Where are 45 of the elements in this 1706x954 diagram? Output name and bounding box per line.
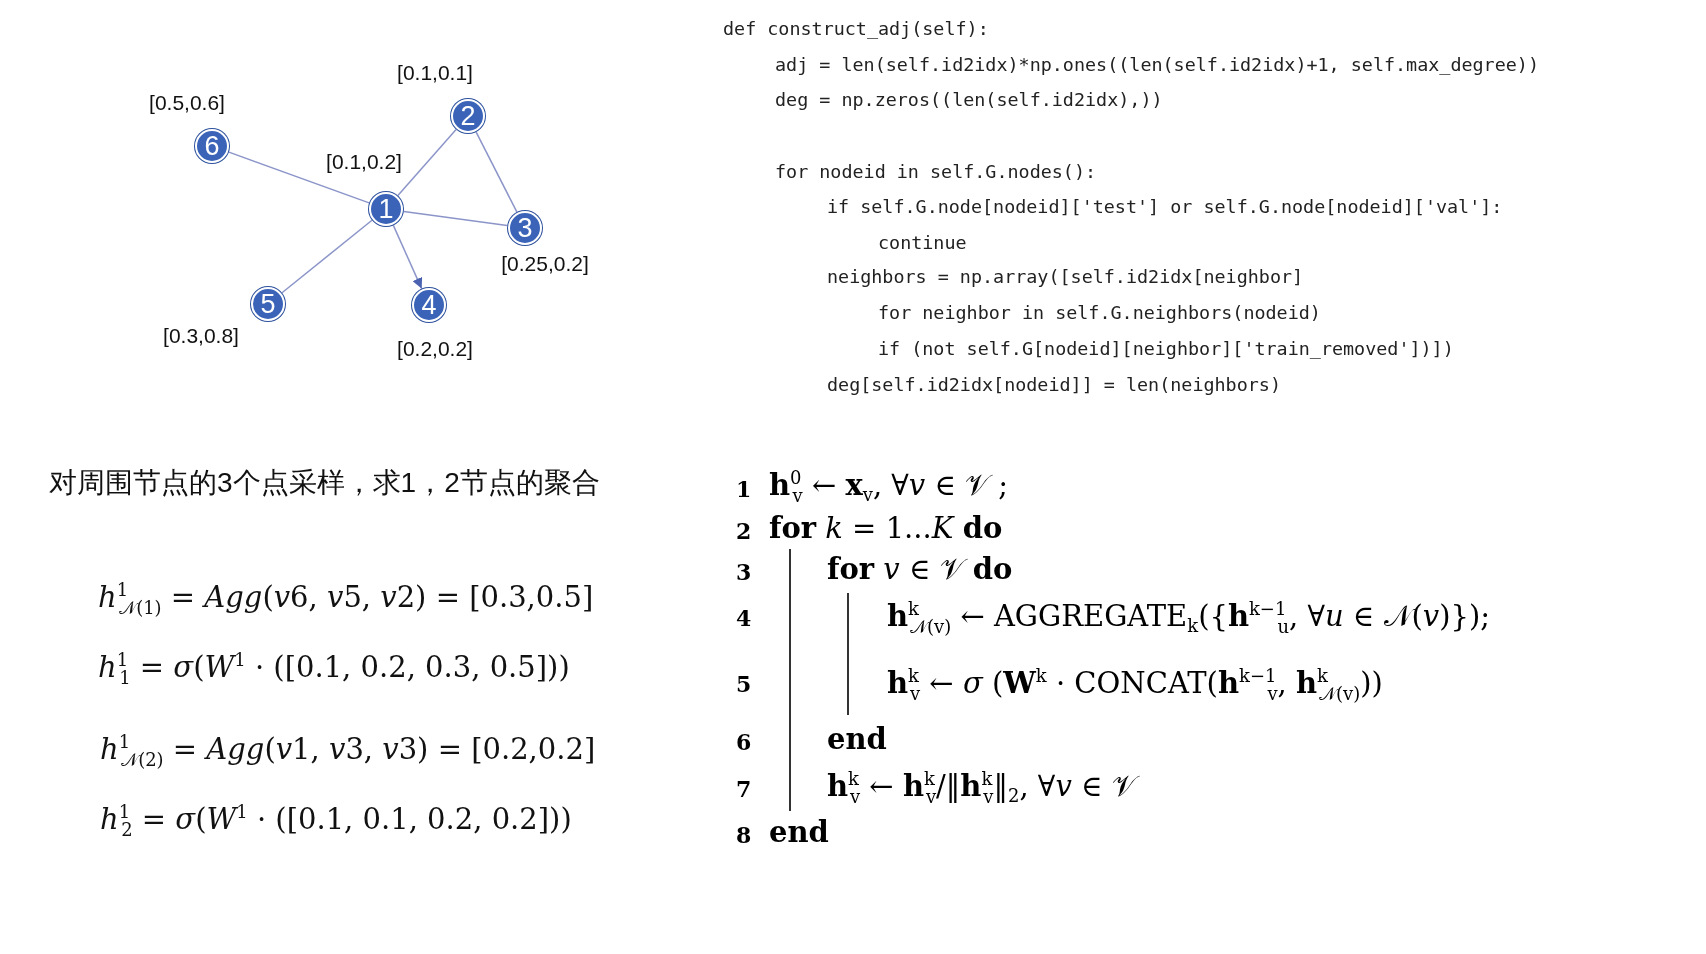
heading-text: 对周围节点的3个点采样，求1，2节点的聚合 <box>49 466 600 500</box>
line-number: 3 <box>736 559 752 585</box>
formula: h$^{1}$$_{1}$ = σ(W$^{1}$ · ([0.1, 0.2, 0.3, 0.5])) <box>98 650 570 684</box>
code-line: continue <box>878 231 967 253</box>
line-number: 7 <box>736 776 752 802</box>
algorithm-line: for v ∈ 𝒱 do <box>827 551 1013 587</box>
node-number: 1 <box>377 194 395 224</box>
algorithm-line: end <box>769 815 829 849</box>
line-number: 5 <box>736 671 752 697</box>
coordinate-label: [0.1,0.1] <box>397 61 473 85</box>
edge-line <box>281 219 373 294</box>
line-number: 1 <box>736 476 752 502</box>
coordinate-label: [0.25,0.2] <box>501 252 589 276</box>
code-line: def construct_adj(self): <box>723 17 989 39</box>
code-line: neighbors = np.array([self.id2idx[neighbor] <box>827 265 1304 287</box>
algorithm-line: h$^{k}$$_{𝒩(v)}$ ← AGGREGATE$_{k}$({h$^{k−1}$$_{u}$, ∀u ∈ 𝒩(v)}); <box>887 598 1491 634</box>
edge-line <box>228 151 370 204</box>
coordinate-label: [0.5,0.6] <box>149 91 225 115</box>
node-number: 6 <box>203 131 221 161</box>
algorithm-line: for k = 1...K do <box>769 511 1003 545</box>
code-line: for nodeid in self.G.nodes(): <box>775 160 1097 182</box>
code-line: if self.G.node[nodeid]['test'] or self.G.node[nodeid]['val']: <box>827 195 1503 217</box>
code-line: if (not self.G[nodeid][neighbor]['train_removed'])]) <box>878 337 1454 359</box>
line-number: 8 <box>736 822 752 848</box>
line-number: 4 <box>736 605 752 631</box>
node-number: 3 <box>516 213 534 243</box>
node-number: 2 <box>459 101 477 131</box>
code-line: deg[self.id2idx[nodeid]] = len(neighbors) <box>827 373 1281 395</box>
coordinate-label: [0.1,0.2] <box>326 150 402 174</box>
line-number: 6 <box>736 729 752 755</box>
arrow <box>392 224 423 290</box>
node-number: 4 <box>420 290 438 320</box>
formula: h$^{1}$$_{2}$ = σ(W$^{1}$ · ([0.1, 0.1, 0.2, 0.2])) <box>100 802 572 836</box>
code-line: for neighbor in self.G.neighbors(nodeid) <box>878 301 1321 323</box>
coordinate-label: [0.3,0.8] <box>163 324 239 348</box>
edge-line <box>397 128 457 197</box>
line-number: 2 <box>736 518 752 544</box>
algorithm-line: end <box>827 722 887 756</box>
coordinate-label: [0.2,0.2] <box>397 337 473 361</box>
algorithm-line: h$^{0}$$_{v}$ ← x$_{v}$, ∀v ∈ 𝒱 ; <box>769 467 1009 503</box>
code-line: adj = len(self.id2idx)*np.ones((len(self.id2idx)+1, self.max_degree)) <box>775 53 1539 75</box>
code-line: deg = np.zeros((len(self.id2idx),)) <box>775 88 1163 110</box>
edge-line <box>403 210 508 227</box>
node-number: 5 <box>259 289 277 319</box>
edge-line <box>475 131 518 213</box>
